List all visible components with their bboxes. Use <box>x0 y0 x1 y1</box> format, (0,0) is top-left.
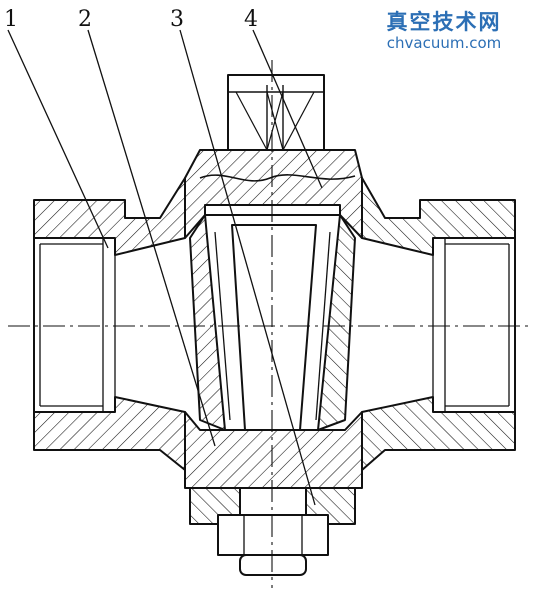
leader-1 <box>7 29 109 249</box>
part-label-3: 3 <box>170 7 184 32</box>
part-label-1: 1 <box>4 7 18 32</box>
bottom-nut <box>217 514 329 556</box>
left-end-lower-hatch <box>33 396 186 471</box>
watermark-url: chvacuum.com <box>386 34 502 52</box>
stem-square-head <box>227 74 325 151</box>
watermark-chinese: 真空技术网 <box>386 9 502 34</box>
part-label-2: 2 <box>78 7 92 32</box>
leader-2 <box>87 29 216 447</box>
leader-4 <box>252 29 323 189</box>
right-end-lower-hatch <box>361 396 516 471</box>
stem-thread-end <box>239 554 307 576</box>
part-label-4: 4 <box>244 7 258 32</box>
leader-3 <box>179 29 316 506</box>
